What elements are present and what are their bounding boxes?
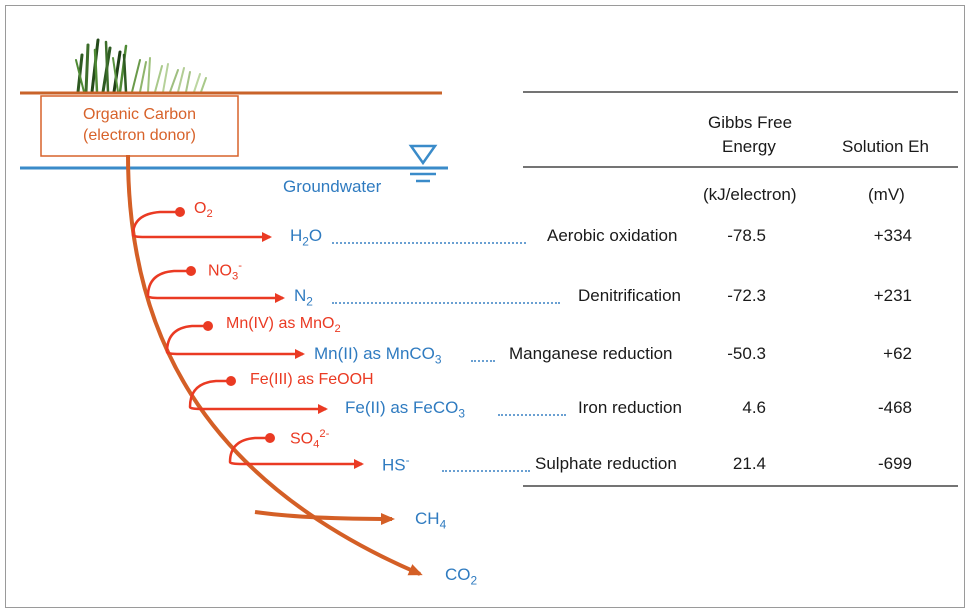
acceptor-feooh: Fe(III) as FeOOH [250,371,374,388]
eh-value-4: -468 [877,398,912,417]
leader-dots-1 [332,242,526,244]
gibbs-value-1: -78.5 [727,226,766,245]
groundwater-label: Groundwater [283,177,382,196]
grass-tuft-icon [75,38,207,94]
branch-feooh [188,376,328,414]
eh-value-3: +62 [883,344,912,363]
product-mnco3: Mn(II) as MnCO3 [314,344,442,367]
product-hs: HS- [382,453,410,475]
header-solution-eh: Solution Eh [842,137,929,156]
inverted-triangle-water-table-icon [408,144,438,183]
eh-value-2: +231 [873,286,912,305]
organic-carbon-line2: (electron donor) [83,126,196,144]
frame-border [5,5,965,608]
product-ch4: CH4 [415,509,447,532]
acceptor-no3: NO3- [208,260,242,283]
eh-value-5: -699 [877,454,912,473]
product-h2o: H2O [290,226,323,249]
process-denitrification: Denitrification [578,286,681,305]
gibbs-value-2: -72.3 [727,286,766,305]
leader-dots-3 [471,360,495,362]
leader-dots-2 [332,302,560,304]
acceptor-mno2: Mn(IV) as MnO2 [226,315,341,336]
leader-dots-4 [498,414,566,416]
process-sulphate-reduction: Sulphate reduction [535,454,677,473]
gibbs-value-5: 21.4 [732,454,766,473]
organic-carbon-box [40,95,239,157]
branch-mno2 [165,321,305,359]
header-gibbs-line2: Energy [722,137,776,156]
eh-value-1: +334 [873,226,912,245]
header-gibbs-unit: (kJ/electron) [703,185,797,204]
process-manganese-reduction: Manganese reduction [509,344,673,363]
branch-so4 [228,433,364,469]
product-n2: N2 [294,286,313,309]
organic-carbon-label: Organic Carbon (electron donor) [41,105,238,147]
acceptor-so4: SO42- [290,428,330,451]
product-co2: CO2 [445,565,478,588]
acceptor-o2: O2 [194,200,213,221]
process-iron-reduction: Iron reduction [578,398,682,417]
process-aerobic-oxidation: Aerobic oxidation [547,226,678,245]
header-eh-unit: (mV) [868,185,905,204]
gibbs-value-3: -50.3 [727,344,766,363]
branch-no3 [146,266,285,303]
header-gibbs-line1: Gibbs Free [708,113,793,132]
gibbs-value-4: 4.6 [742,398,766,417]
organic-carbon-line1: Organic Carbon [83,106,196,123]
branch-o2 [131,207,272,242]
leader-dots-5 [442,470,530,472]
ch4-branch-arrow [254,510,395,525]
product-feco3: Fe(II) as FeCO3 [345,398,465,421]
